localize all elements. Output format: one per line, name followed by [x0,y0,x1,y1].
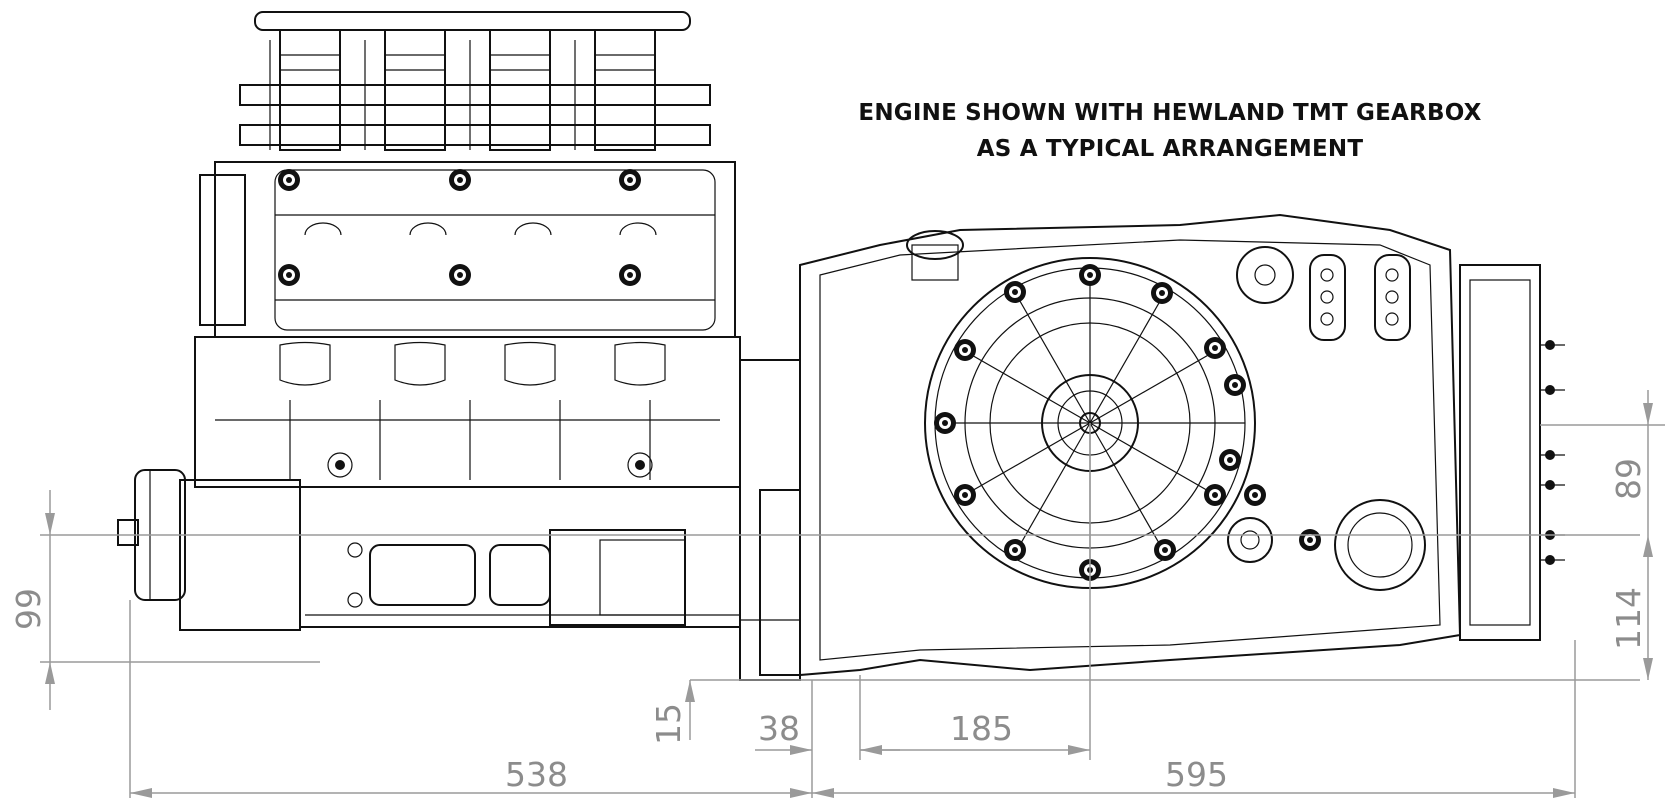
dim-114: 114 [1609,587,1648,650]
note-line-2: AS A TYPICAL ARRANGEMENT [976,136,1364,162]
adapter-plate [739,359,801,681]
dim-38: 38 [758,709,800,748]
dimension-lines: 538 595 38 185 15 99 89 114 [9,390,1665,798]
side-cover [1459,264,1565,641]
gearbox [799,213,1565,677]
bellhousing [924,257,1266,589]
engine-block [117,11,801,681]
cam-cover [199,161,736,338]
dim-595: 595 [1165,755,1228,794]
dim-99: 99 [9,588,48,630]
dim-15: 15 [649,703,688,745]
sump [299,486,741,628]
note-line-1: ENGINE SHOWN WITH HEWLAND TMT GEARBOX [858,100,1482,126]
dim-89: 89 [1609,458,1648,500]
dim-538: 538 [505,755,568,794]
intake-trumpets [239,11,711,151]
front-pulley [117,469,301,631]
cylinder-block [194,336,741,488]
dim-185: 185 [950,709,1013,748]
